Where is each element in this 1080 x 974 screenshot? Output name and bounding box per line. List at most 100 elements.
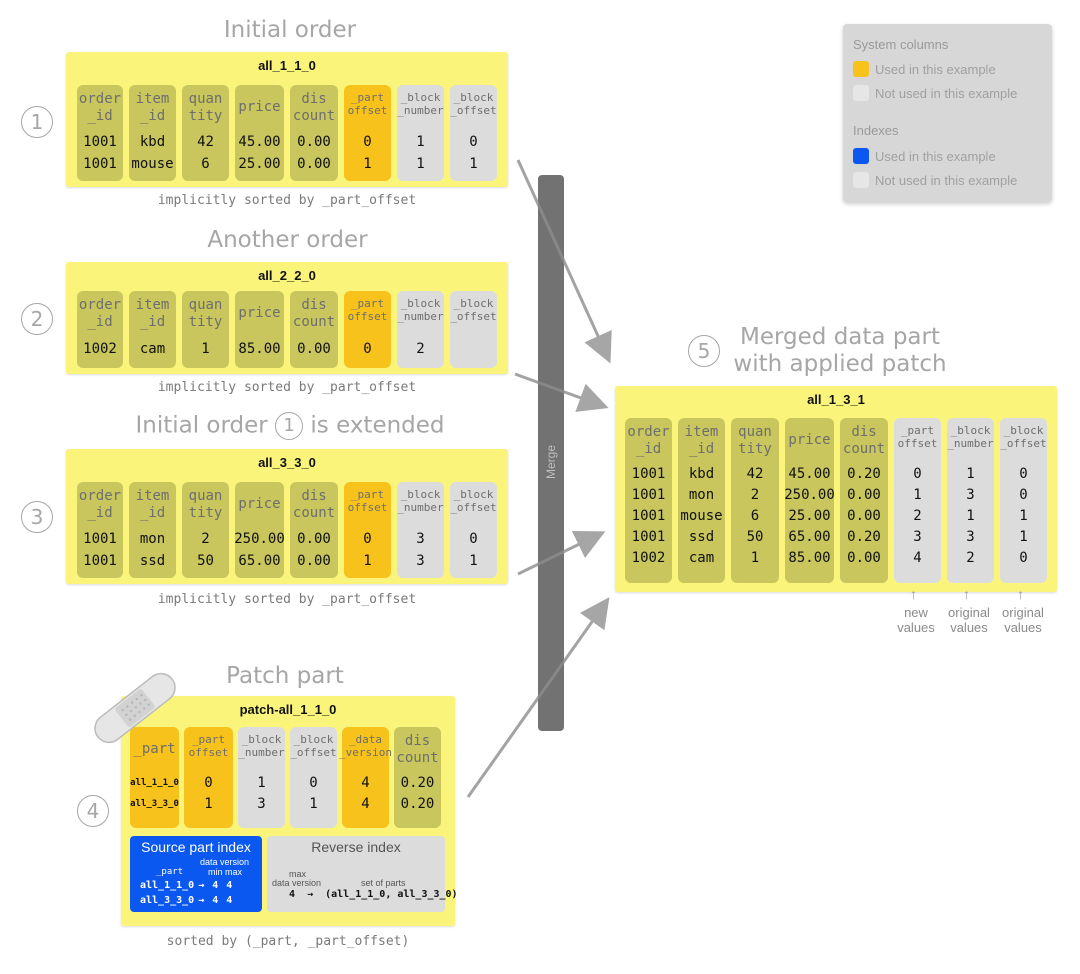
column-header: item _id <box>684 424 719 457</box>
cell: 50 <box>197 553 214 569</box>
merged-annotation: original values <box>1002 605 1044 635</box>
caption-part2: implicitly sorted by _part_offset <box>157 380 417 395</box>
cell: all_3_3_0 <box>130 799 179 809</box>
cell: 250.00 <box>784 487 835 503</box>
cell: 0.00 <box>297 553 331 569</box>
cell: 1001 <box>631 508 666 524</box>
reverse-index-col-dv: data version <box>272 878 322 888</box>
column-header: _block _offset <box>450 91 497 118</box>
cell: 0 <box>363 531 372 547</box>
source-index-arrow: → <box>198 895 205 906</box>
column-header: _block _offset <box>1000 424 1047 451</box>
cell: 0 <box>1019 487 1028 503</box>
source-index-col-minmax: min max <box>208 867 243 877</box>
reverse-index-col-max: max <box>289 869 307 879</box>
cell: 0 <box>363 134 372 150</box>
cell: kbd <box>139 134 166 150</box>
cell: 0 <box>363 341 372 357</box>
cell: 0.00 <box>297 531 331 547</box>
part-title: all_1_3_1 <box>807 392 865 407</box>
source-index-col-part: _part <box>156 867 184 877</box>
merged-annotation: original values <box>948 605 990 635</box>
caption-part3: implicitly sorted by _part_offset <box>157 592 417 607</box>
legend-system-used-label: Used in this example <box>875 61 996 77</box>
heading-patch-part: Patch part <box>226 663 344 689</box>
column-order-id: order _id 1002 <box>77 291 123 368</box>
column-header: _part offset <box>347 297 388 324</box>
cell: cam <box>139 341 166 357</box>
up-arrow-icon: ↑ <box>963 586 970 602</box>
caption-patch: sorted by (_part, _part_offset) <box>166 934 410 949</box>
cell: 0 <box>204 775 213 791</box>
legend-system-title: System columns <box>853 37 949 52</box>
cell: 4 <box>361 775 370 791</box>
swatch-system-unused <box>853 85 869 101</box>
reverse-index-arrow: → <box>307 889 314 900</box>
column-header: dis count <box>292 297 336 330</box>
cell: 0.00 <box>297 134 331 150</box>
column-block-offset: _block _offset 0 1 <box>450 85 497 181</box>
cell: 3 <box>913 529 922 545</box>
column-header: _block _offset <box>450 297 497 324</box>
bandage-icon <box>94 672 176 744</box>
legend-index-used-label: Used in this example <box>875 148 996 164</box>
column-header: dis count <box>292 488 336 521</box>
cell: 2 <box>913 508 922 524</box>
column-header: dis count <box>842 424 886 457</box>
reverse-index: Reverse index max data version set of pa… <box>267 836 458 912</box>
cell: 3 <box>966 529 975 545</box>
swatch-index-unused <box>853 172 869 188</box>
cell: 0 <box>469 134 478 150</box>
cell: 1001 <box>631 466 666 482</box>
cell: 1 <box>966 466 975 482</box>
column-block-offset: _block _offset <box>450 291 497 368</box>
cell: 1002 <box>83 341 117 357</box>
cell: 2 <box>416 341 425 357</box>
cell: 1 <box>469 156 478 172</box>
cell: 0 <box>469 531 478 547</box>
cell: 50 <box>746 529 764 545</box>
part-title: all_3_3_0 <box>258 455 316 470</box>
cell: kbd <box>688 466 715 482</box>
cell: 42 <box>197 134 214 150</box>
column-header: order _id <box>78 297 122 330</box>
cell: 1001 <box>83 531 117 547</box>
cell: 2 <box>201 531 210 547</box>
cell: 0.00 <box>297 341 331 357</box>
cell: 1 <box>750 550 760 566</box>
cell: 4 <box>913 550 922 566</box>
column-header: _part offset <box>897 424 938 451</box>
cell: 42 <box>746 466 764 482</box>
cell: 0 <box>913 466 922 482</box>
part-title: all_2_2_0 <box>258 268 316 283</box>
cell: mon <box>139 531 166 547</box>
cell: 0.00 <box>297 156 331 172</box>
cell: ssd <box>139 553 166 569</box>
column-header: price <box>238 99 281 115</box>
cell: 0 <box>309 775 318 791</box>
column-header: _block _number <box>397 488 444 515</box>
cell: 1 <box>1019 529 1028 545</box>
legend-index-unused-label: Not used in this example <box>875 172 1018 188</box>
column-header: price <box>238 305 281 321</box>
up-arrow-icon: ↑ <box>1017 586 1024 602</box>
source-index-part: all_1_1_0 <box>140 880 195 891</box>
reverse-index-key: 4 <box>289 889 296 900</box>
cell: 2 <box>966 550 975 566</box>
